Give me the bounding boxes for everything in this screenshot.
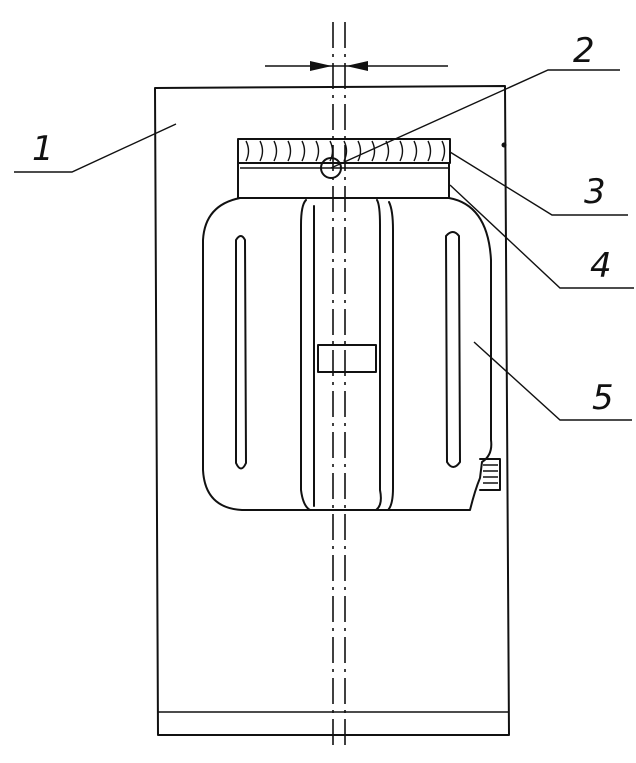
knurl-mark (287, 140, 292, 162)
knurl-mark (273, 140, 278, 162)
dimension-arrows (265, 61, 448, 71)
callout-4: 4 (590, 246, 612, 286)
knurl-mark (301, 140, 306, 162)
knurl-mark (399, 140, 404, 162)
knurl-mark (357, 140, 362, 162)
callout-2: 2 (573, 31, 595, 71)
knurled-cap (237, 138, 451, 164)
knurl-mark (371, 140, 376, 162)
neck-band (237, 162, 450, 199)
callout-1: 1 (32, 129, 54, 169)
housing-frame (154, 85, 510, 736)
knurl-mark (343, 140, 348, 162)
callout-5: 5 (592, 378, 614, 418)
callout-3: 3 (584, 172, 606, 212)
knurl-mark (413, 140, 418, 162)
knurl-mark (441, 140, 446, 162)
leader-lines (14, 69, 634, 421)
valve-ball (320, 157, 342, 179)
knurl-mark (245, 140, 250, 162)
knurl-mark (329, 140, 334, 162)
knurl-mark (259, 140, 264, 162)
center-axis (332, 22, 346, 750)
knurl-mark (427, 140, 432, 162)
knurl-mark (385, 140, 390, 162)
canister-body (202, 197, 501, 511)
knurl-mark (315, 140, 320, 162)
